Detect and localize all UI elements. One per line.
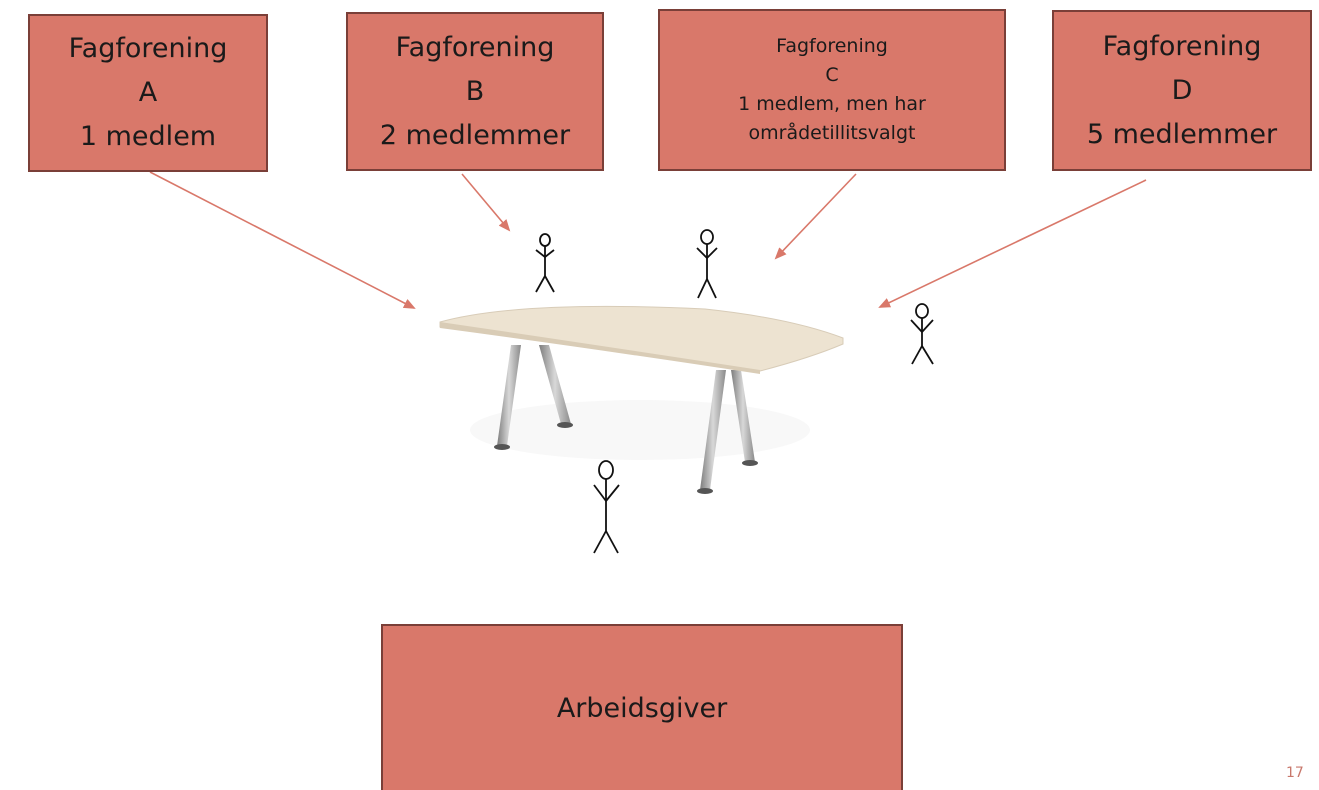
union-c-representative: områdetillitsvalgt bbox=[748, 122, 916, 144]
stick-figure-icon bbox=[696, 229, 718, 299]
union-c-members: 1 medlem, men har bbox=[738, 93, 926, 115]
union-d-letter: D bbox=[1171, 74, 1193, 106]
union-d-title: Fagforening bbox=[1102, 30, 1262, 62]
union-a-members: 1 medlem bbox=[79, 121, 217, 152]
union-c-box: Fagforening C 1 medlem, men har områdeti… bbox=[658, 9, 1006, 171]
union-b-title: Fagforening bbox=[395, 31, 555, 63]
union-b-letter: B bbox=[465, 75, 485, 107]
arrow-b bbox=[461, 173, 511, 232]
table-icon bbox=[439, 305, 844, 494]
union-c-letter: C bbox=[825, 64, 839, 86]
union-a-box: Fagforening A 1 medlem bbox=[28, 14, 268, 172]
union-b-box: Fagforening B 2 medlemmer bbox=[346, 12, 604, 171]
arrow-a bbox=[149, 171, 416, 309]
union-c-title: Fagforening bbox=[776, 35, 888, 57]
arrow-d bbox=[878, 179, 1147, 308]
employer-box: Arbeidsgiver bbox=[381, 624, 903, 790]
union-d-members: 5 medlemmer bbox=[1086, 118, 1278, 150]
stick-figure-icon bbox=[593, 460, 620, 554]
union-b-members: 2 medlemmer bbox=[379, 119, 571, 151]
page-number: 17 bbox=[1286, 765, 1304, 781]
union-d-box: Fagforening D 5 medlemmer bbox=[1052, 10, 1312, 171]
employer-label: Arbeidsgiver bbox=[556, 692, 728, 724]
arrow-c bbox=[774, 173, 857, 260]
stick-figure-icon bbox=[910, 303, 934, 365]
union-a-letter: A bbox=[138, 77, 158, 108]
stick-figure-icon bbox=[535, 233, 555, 293]
union-a-title: Fagforening bbox=[68, 33, 228, 64]
